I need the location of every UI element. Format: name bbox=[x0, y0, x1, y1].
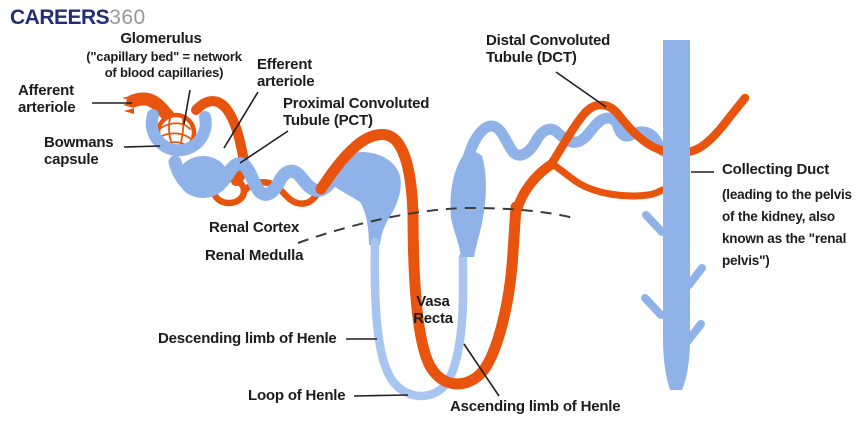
ascending-limb-text: Ascending limb of Henle bbox=[450, 398, 621, 415]
duct-branch bbox=[685, 264, 706, 289]
renal-medulla-label: Renal Medulla bbox=[205, 247, 304, 265]
pct-label: Proximal Convoluted Tubule (PCT) bbox=[283, 95, 430, 129]
efferent-line1: Efferent bbox=[257, 56, 313, 73]
leader-lines bbox=[92, 71, 714, 397]
pct-line1: Proximal Convoluted bbox=[283, 95, 430, 112]
descending-limb-text: Descending limb of Henle bbox=[158, 330, 337, 347]
cortex-medulla-boundary bbox=[297, 206, 575, 244]
bowmans-line2: capsule bbox=[44, 150, 99, 168]
collecting-duct-caption-line4: pelvis") bbox=[722, 253, 770, 268]
efferent-line2: arteriole bbox=[257, 72, 315, 90]
bowmans-capsule-shape bbox=[145, 109, 212, 157]
proximal-tubule-shape bbox=[168, 155, 340, 201]
afferent-line2: arteriole bbox=[18, 98, 76, 116]
loop-of-henle-shape bbox=[370, 237, 468, 401]
afferent-line1: Afferent bbox=[18, 82, 74, 99]
dct-line1: Distal Convoluted bbox=[486, 32, 611, 49]
vasa-recta-branch-lower bbox=[548, 160, 666, 200]
dct-line2: Tubule (DCT) bbox=[486, 48, 577, 66]
bowmans-leader bbox=[123, 145, 161, 148]
descending-limb-label: Descending limb of Henle bbox=[158, 330, 337, 348]
afferent-ragged-end bbox=[122, 95, 134, 114]
vasa-recta-label: Vasa Recta bbox=[407, 293, 459, 327]
vasa-recta-branch-upper bbox=[545, 93, 750, 171]
vasa-recta-stem bbox=[512, 159, 557, 215]
renal-cortex-text: Renal Cortex bbox=[209, 219, 300, 236]
duct-branch bbox=[642, 211, 666, 236]
glomerulus-leader bbox=[183, 89, 191, 125]
ascending-funnel bbox=[450, 151, 486, 257]
bowmans-capsule-label: Bowmans capsule bbox=[44, 134, 114, 168]
duct-branch bbox=[683, 320, 705, 346]
collecting-duct-caption-line1: (leading to the pelvis bbox=[722, 187, 852, 202]
ascending-leader bbox=[463, 343, 500, 397]
collecting-duct-title: Collecting Duct bbox=[722, 161, 830, 178]
glomerulus-caption-line1: ("capillary bed" = network bbox=[86, 49, 242, 64]
collecting-duct-caption-line3: known as the "renal bbox=[722, 231, 847, 246]
brand-name: CAREERS bbox=[10, 6, 110, 29]
vasa-recta-line2: Recta bbox=[413, 309, 453, 327]
glomerulus-label: Glomerulus bbox=[105, 30, 217, 48]
efferent-leader bbox=[223, 91, 259, 149]
duct-branch bbox=[641, 294, 665, 319]
renal-medulla-text: Renal Medulla bbox=[205, 247, 304, 264]
collecting-duct-caption: (leading to the pelvis of the kidney, al… bbox=[722, 184, 852, 272]
collecting-duct-label: Collecting Duct bbox=[722, 161, 830, 179]
collecting-duct-shape bbox=[641, 40, 706, 390]
brand-logo: CAREERS360 bbox=[10, 6, 146, 30]
descending-funnel bbox=[330, 151, 401, 245]
bowmans-line1: Bowmans bbox=[44, 134, 114, 151]
brand-suffix: 360 bbox=[109, 6, 146, 29]
loop-of-henle-label: Loop of Henle bbox=[248, 387, 346, 405]
pct-leader bbox=[239, 130, 289, 164]
vasa-recta-loop bbox=[407, 201, 522, 390]
glomerulus-title: Glomerulus bbox=[120, 30, 202, 47]
efferent-arteriole-label: Efferent arteriole bbox=[257, 56, 315, 90]
collecting-duct-caption-line2: of the kidney, also bbox=[722, 209, 835, 224]
pct-line2: Tubule (PCT) bbox=[283, 111, 373, 129]
ascending-limb-label: Ascending limb of Henle bbox=[450, 398, 621, 416]
dct-leader bbox=[555, 71, 607, 108]
glomerulus-caption: ("capillary bed" = network of blood capi… bbox=[76, 49, 252, 81]
loop-of-henle-text: Loop of Henle bbox=[248, 387, 346, 404]
dct-label: Distal Convoluted Tubule (DCT) bbox=[486, 32, 611, 66]
renal-cortex-label: Renal Cortex bbox=[209, 219, 300, 237]
afferent-arteriole-label: Afferent arteriole bbox=[18, 82, 76, 116]
glomerulus-caption-line2: of blood capillaries) bbox=[104, 65, 224, 80]
peritubular-arch bbox=[315, 129, 419, 221]
loop-leader bbox=[353, 394, 409, 397]
vasa-recta-line1: Vasa bbox=[416, 293, 450, 310]
